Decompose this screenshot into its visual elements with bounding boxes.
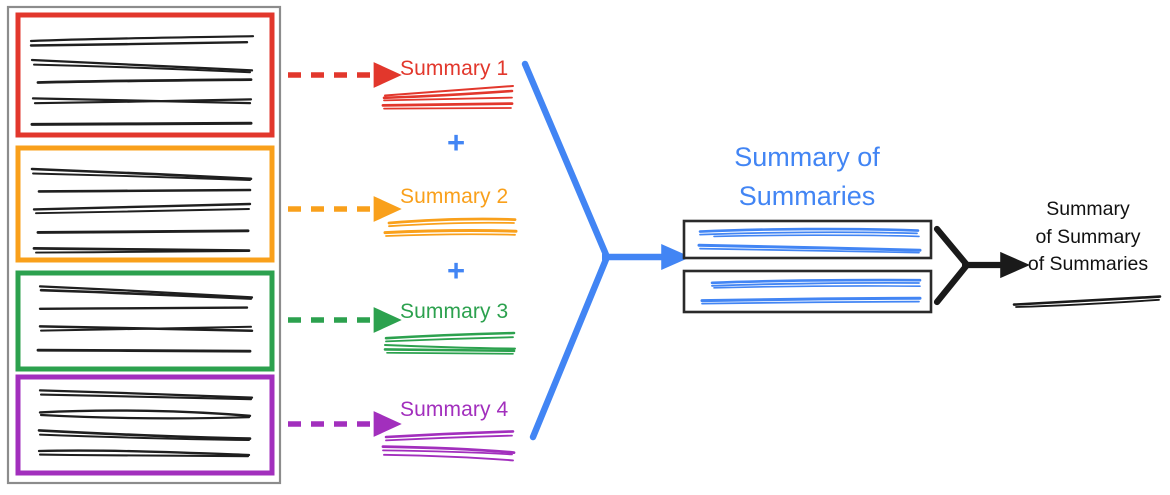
summary-1-label[interactable]: Summary 1 (400, 57, 509, 80)
summary-3-label[interactable]: Summary 3 (400, 300, 509, 323)
blue-merge-arm-bottom (529, 253, 611, 441)
chunk-3-box[interactable] (15, 270, 275, 372)
chunk-1-text-lines (29, 35, 255, 126)
chunk-3-text-lines (36, 285, 254, 353)
summary-4-label[interactable]: Summary 4 (400, 398, 509, 421)
sos-title-line-2: Summaries (738, 181, 876, 212)
blue-merge-arm-top (521, 60, 611, 261)
blue-merge-arrow (521, 60, 691, 441)
chunk-2-group[interactable] (15, 145, 275, 263)
plus-operator-1: + (446, 125, 466, 160)
summary-4-lines (381, 430, 516, 462)
chunk-1-group[interactable] (15, 12, 275, 138)
summary-1-lines (381, 85, 514, 110)
black-merge-arm-bottom (933, 261, 971, 306)
sos-box-2-group[interactable] (682, 269, 933, 314)
final-summary-lines (1012, 295, 1162, 308)
chunk-4-group[interactable] (15, 374, 275, 476)
sos-box-1-lines (697, 227, 922, 254)
summary-2-lines (383, 217, 518, 237)
summary-2-label[interactable]: Summary 2 (400, 185, 509, 208)
sos-box-1-group[interactable] (682, 219, 933, 260)
sos-box-2[interactable] (682, 269, 933, 314)
final-label-line-2: of Summary (1035, 225, 1141, 248)
chunk-1-box[interactable] (15, 12, 275, 138)
final-summary-label: Summary of Summary of Summaries (1008, 196, 1168, 279)
chunk-4-text-lines (37, 389, 254, 458)
chunk-3-group[interactable] (15, 270, 275, 372)
summary-of-summaries-title: Summary of Summaries (682, 138, 932, 216)
black-merge-arm-top (933, 225, 971, 269)
summary-3-lines (383, 331, 516, 355)
final-label-line-3: of Summaries (1027, 253, 1149, 276)
black-merge-arrow (933, 225, 1030, 306)
chunk-2-text-lines (30, 167, 253, 254)
final-label-line-1: Summary (1046, 198, 1130, 220)
plus-operator-2: + (446, 253, 466, 288)
sos-box-2-lines (700, 278, 922, 305)
sos-title-line-1: Summary of (734, 142, 880, 172)
